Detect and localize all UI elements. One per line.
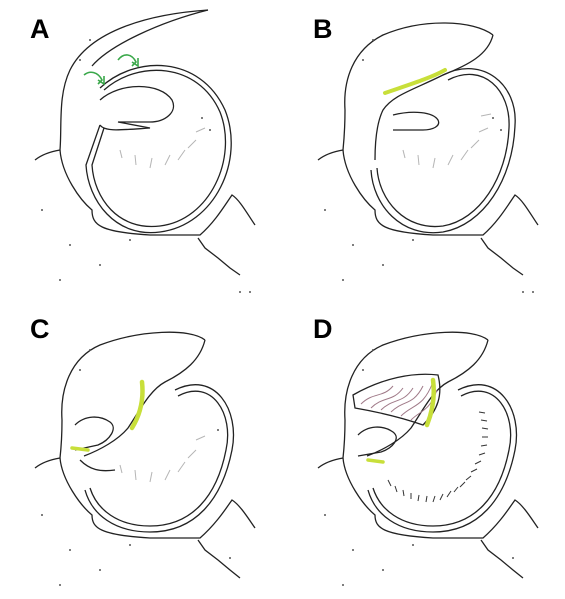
flap-body: [375, 35, 493, 160]
panel-a: A: [0, 0, 282, 299]
lower-tail: [198, 238, 240, 275]
lower-tail: [481, 540, 523, 578]
lower-tail: [481, 238, 523, 275]
panel-a-drawing: [0, 0, 282, 299]
green-highlight: [385, 70, 445, 93]
outer-flap: [35, 10, 208, 160]
outer-flap: [318, 332, 488, 468]
circle-outer: [368, 385, 516, 532]
membrane-fibers: [361, 382, 437, 420]
inner-lobe: [100, 87, 173, 130]
scatter-dots: [41, 39, 251, 293]
flap-body: [84, 340, 205, 456]
circle-inner: [92, 70, 225, 226]
panel-c-drawing: [0, 300, 282, 599]
scatter-dots: [41, 349, 231, 586]
green-highlight-small: [368, 460, 383, 462]
outer-flap: [35, 332, 205, 468]
outer-flap: [318, 23, 493, 160]
radial-marks: [120, 128, 205, 168]
lower-body: [60, 150, 255, 235]
panel-c: C: [0, 300, 282, 599]
inner-lobe: [393, 112, 439, 130]
green-highlight-small: [72, 448, 88, 450]
circle-outer: [85, 385, 233, 532]
circle-outer: [371, 69, 515, 233]
green-highlight: [132, 382, 143, 428]
panel-b-drawing: [283, 0, 565, 299]
lower-tail: [198, 540, 240, 578]
panel-d-drawing: [283, 300, 565, 599]
panel-b: B: [283, 0, 565, 299]
dense-tick-marks: [388, 412, 488, 502]
radial-marks: [120, 436, 205, 482]
scatter-dots: [324, 349, 514, 586]
flap-body: [367, 340, 488, 456]
radial-marks: [403, 114, 491, 168]
panel-d: D: [283, 300, 565, 599]
inner-lobe-2: [80, 460, 115, 471]
